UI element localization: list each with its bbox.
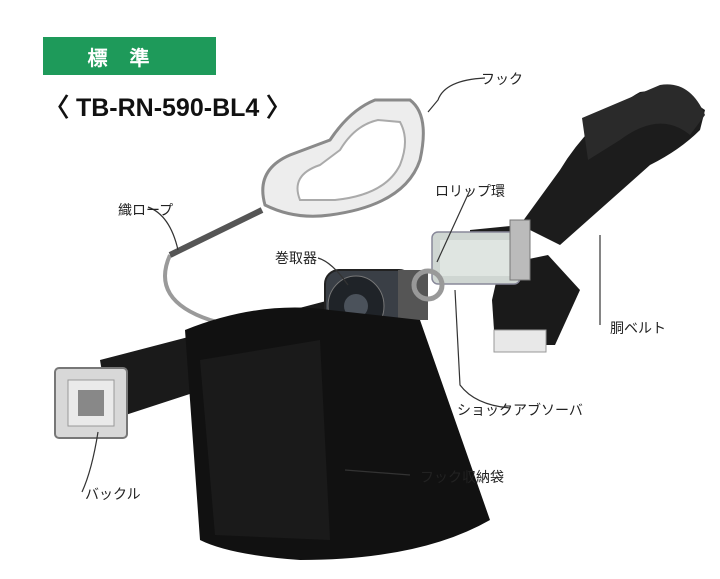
label-woven-rope: 織ロープ — [118, 203, 174, 219]
label-hook: フック — [481, 72, 523, 88]
hook-pouch — [185, 307, 490, 560]
label-waist-belt: 胴ベルト — [610, 321, 666, 337]
label-buckle: バックル — [85, 487, 141, 503]
grade-badge: 標準 — [43, 37, 216, 75]
rolip-ring — [411, 268, 445, 302]
hook — [261, 98, 425, 218]
label-retractor: 巻取器 — [275, 251, 317, 267]
model-number: 〈 TB-RN-590-BL4 〉 — [44, 94, 292, 122]
label-shock-absorber: ショックアブソーバ — [457, 403, 583, 419]
label-hook-pouch: フック収納袋 — [420, 470, 504, 486]
label-rolip-ring: ロリップ環 — [435, 184, 505, 200]
buckle — [54, 367, 128, 439]
leader-lines — [81, 77, 601, 493]
woven-rope-upper — [168, 207, 264, 258]
shock-absorber — [431, 219, 531, 285]
